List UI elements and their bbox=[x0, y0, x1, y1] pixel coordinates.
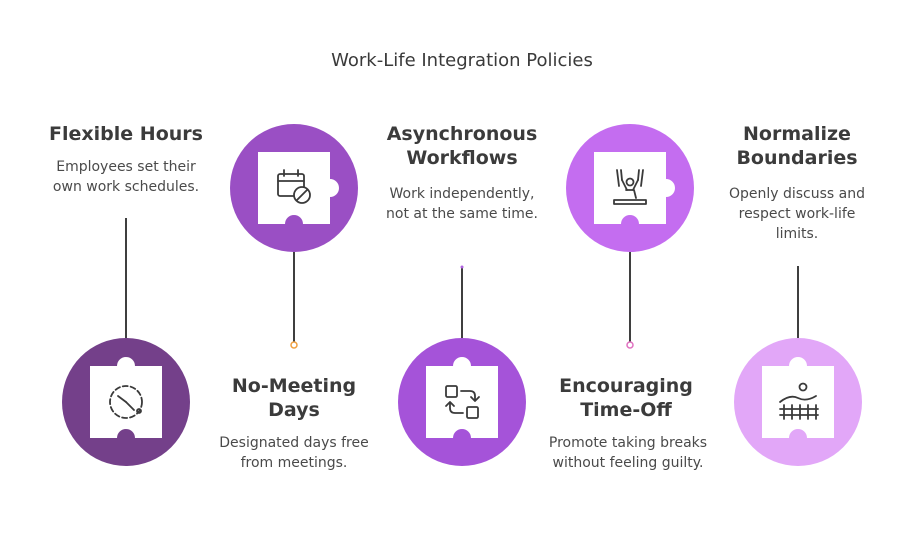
heading-encouraging-time-off: Encouraging Time-Off bbox=[559, 375, 693, 421]
fence-boundary-icon bbox=[779, 382, 819, 420]
puzzle-piece bbox=[426, 357, 498, 438]
heading-normalize-boundaries: Normalize Boundaries bbox=[736, 123, 858, 169]
workflow-arrows-icon bbox=[445, 385, 480, 419]
desc-flexible-hours: Employees set their own work schedules. bbox=[52, 159, 200, 195]
desc-encouraging-time-off: Promote taking breaks without feeling gu… bbox=[548, 435, 708, 471]
desc-no-meeting-days: Designated days free from meetings. bbox=[219, 435, 369, 471]
connector-lines bbox=[125, 218, 799, 343]
heading-no-meeting-days: No-Meeting Days bbox=[231, 375, 357, 421]
relaxing-swing-icon bbox=[613, 169, 647, 205]
connector-dot bbox=[290, 341, 298, 349]
heading-flexible-hours: Flexible Hours bbox=[49, 123, 203, 145]
calendar-blocked-icon bbox=[277, 169, 311, 204]
heading-asynchronous-workflows: Asynchronous Workflows bbox=[386, 123, 538, 169]
diagram-title: Work-Life Integration Policies bbox=[331, 50, 593, 71]
desc-asynchronous-workflows: Work independently, not at the same time… bbox=[386, 186, 538, 222]
connector-dot bbox=[460, 265, 464, 269]
clock-icon bbox=[109, 385, 143, 419]
connector-dot bbox=[626, 341, 634, 349]
desc-normalize-boundaries: Openly discuss and respect work-life lim… bbox=[728, 186, 866, 242]
puzzle-piece bbox=[90, 357, 162, 438]
